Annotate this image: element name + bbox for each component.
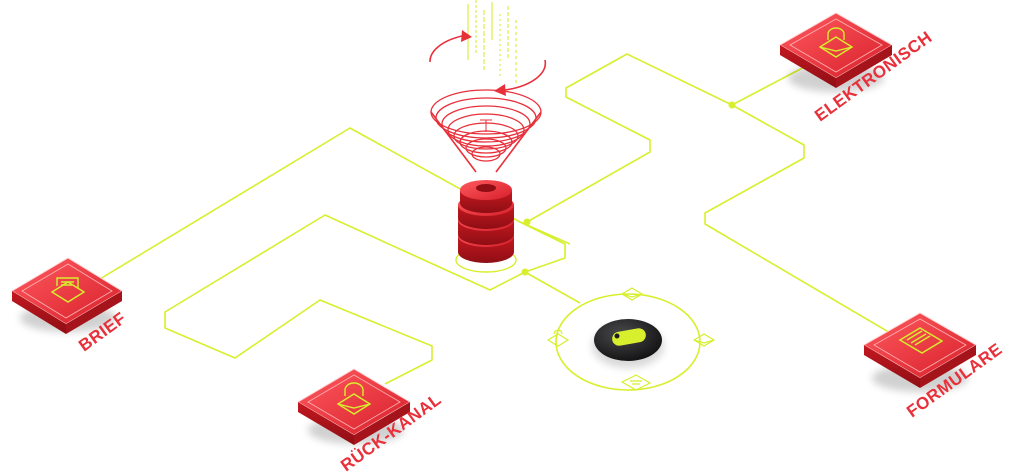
- node-formulare: FORMULARE: [863, 312, 1006, 421]
- funnel-icon: [430, 89, 542, 173]
- connection-lines: [89, 53, 893, 391]
- mail-icon: [692, 333, 716, 347]
- toggle-dial-icon: [592, 319, 664, 368]
- wire-hub-dial: [524, 271, 581, 304]
- wire-elektronisch-formulare: [704, 104, 893, 335]
- wire-hub-rueckkanal: [164, 214, 526, 385]
- lock-envelope-icon: [336, 382, 372, 415]
- envelope-icon: [620, 287, 644, 301]
- wire-brief-hub: [89, 127, 571, 286]
- junction-dot: [728, 101, 736, 109]
- junction-dot: [523, 218, 531, 226]
- wire-hub-elektronisch: [526, 53, 809, 223]
- form-document-icon: [898, 327, 944, 354]
- rotation-arrows-icon: [429, 30, 547, 96]
- envelope-letter-icon: [50, 277, 86, 303]
- junction-dot: [521, 268, 529, 276]
- node-rueck-kanal: RÜCK-KANAL: [297, 368, 445, 475]
- lock-envelope-icon: [546, 329, 570, 347]
- document-icon: [620, 374, 652, 391]
- database-stack-icon: [455, 180, 517, 273]
- wire-hub-box: [519, 221, 566, 273]
- node-elektronisch: ELEKTRONISCH: [779, 12, 936, 125]
- lock-envelope-icon: [818, 27, 854, 58]
- binary-data-icon: [467, 0, 517, 84]
